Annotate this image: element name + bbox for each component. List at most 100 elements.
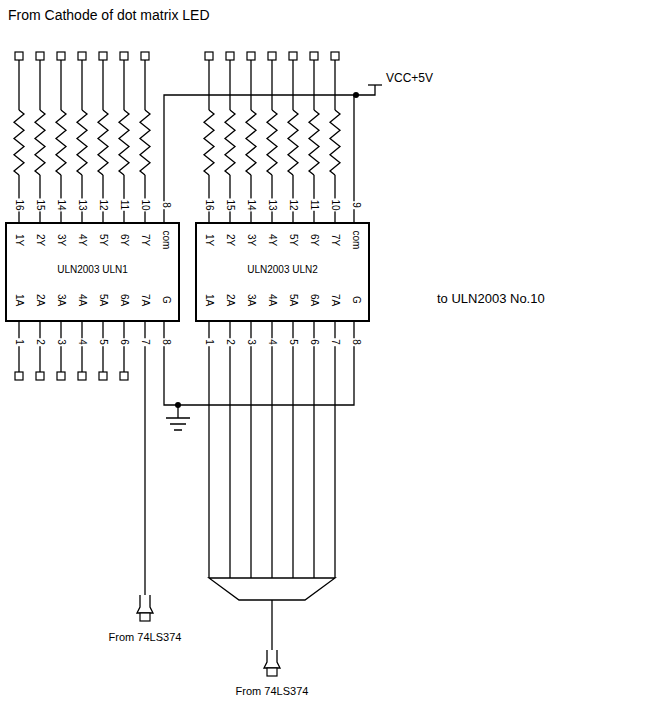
note-label: to ULN2003 No.10 <box>437 292 545 305</box>
terminal-square <box>36 372 44 380</box>
source-label: From 74LS374 <box>236 686 309 697</box>
pin-name: com <box>351 231 361 250</box>
pin-number: 12 <box>287 198 299 211</box>
wire <box>102 322 103 372</box>
pin-number: 12 <box>97 198 109 211</box>
terminal-square <box>205 52 213 60</box>
pin-number: 2 <box>224 338 236 346</box>
pin-name: 4Y <box>267 234 277 246</box>
wire <box>229 322 230 578</box>
ic-chip: ULN2003 ULN2 <box>195 222 370 322</box>
pin-number: 11 <box>308 199 320 211</box>
pin-name: 6A <box>309 294 319 306</box>
resistor-symbol <box>14 110 24 175</box>
wire <box>313 60 314 110</box>
supply-label: VCC+5V <box>386 72 433 84</box>
bus-bracket <box>209 578 335 600</box>
pin-number: 1 <box>13 338 25 346</box>
wire <box>229 60 230 110</box>
resistor-symbol <box>330 110 340 175</box>
wire <box>292 322 293 578</box>
wire <box>250 60 251 110</box>
wire <box>81 322 82 372</box>
connector-plug <box>137 595 153 613</box>
wire <box>144 322 145 595</box>
terminal-square <box>226 52 234 60</box>
wire <box>334 60 335 110</box>
pin-number: 16 <box>13 198 25 211</box>
resistor-symbol <box>140 110 150 175</box>
pin-number: 8 <box>160 201 172 209</box>
wire <box>250 322 251 578</box>
terminal-square <box>99 52 107 60</box>
pin-name: 7Y <box>140 234 150 246</box>
pin-number: 3 <box>245 338 257 346</box>
pin-name: 6Y <box>119 234 129 246</box>
pin-number: 9 <box>350 201 362 209</box>
pin-name: 2A <box>35 294 45 306</box>
title-note: From Cathode of dot matrix LED <box>8 8 210 22</box>
wire <box>81 60 82 110</box>
wire <box>60 322 61 372</box>
terminal-square <box>120 372 128 380</box>
terminal-square <box>331 52 339 60</box>
pin-number: 7 <box>329 338 341 346</box>
resistor-symbol <box>288 110 298 175</box>
wire <box>144 60 145 110</box>
pin-name: 3A <box>56 294 66 306</box>
connector-plug <box>264 650 280 668</box>
pin-number: 5 <box>287 338 299 346</box>
resistor-symbol <box>56 110 66 175</box>
pin-name: 4Y <box>77 234 87 246</box>
resistor-symbol <box>77 110 87 175</box>
pin-name: 7Y <box>330 234 340 246</box>
pin-name: 1Y <box>204 234 214 246</box>
pin-number: 8 <box>350 338 362 346</box>
wire <box>271 60 272 110</box>
connector-plug <box>140 613 150 621</box>
pin-name: 4A <box>77 294 87 306</box>
wire <box>208 322 209 578</box>
pin-name: 5Y <box>98 234 108 246</box>
chip-name: ULN2003 ULN1 <box>57 265 128 275</box>
wire <box>208 60 209 110</box>
pin-number: 16 <box>203 198 215 211</box>
pin-name: G <box>161 296 171 304</box>
terminal-square <box>247 52 255 60</box>
ground-symbol <box>177 405 178 418</box>
pin-number: 3 <box>55 338 67 346</box>
resistor-symbol <box>204 110 214 175</box>
connector-plug <box>267 668 277 676</box>
pin-name: 2Y <box>35 234 45 246</box>
pin-number: 8 <box>160 338 172 346</box>
pin-number: 6 <box>118 338 130 346</box>
pin-number: 10 <box>329 198 341 211</box>
resistor-symbol <box>246 110 256 175</box>
wire <box>18 60 19 110</box>
pin-name: 4A <box>267 294 277 306</box>
terminal-square <box>15 52 23 60</box>
wire <box>102 60 103 110</box>
terminal-square <box>141 52 149 60</box>
pin-name: 1Y <box>14 234 24 246</box>
resistor-symbol <box>225 110 235 175</box>
terminal-square <box>78 372 86 380</box>
resistor-symbol <box>35 110 45 175</box>
pin-name: com <box>161 231 171 250</box>
ground-wire <box>164 322 354 405</box>
vcc-wire <box>164 95 354 222</box>
resistor-symbol <box>267 110 277 175</box>
pin-name: 7A <box>140 294 150 306</box>
resistor-symbol <box>119 110 129 175</box>
ground-symbol <box>166 418 190 430</box>
pin-number: 15 <box>34 198 46 211</box>
pin-number: 11 <box>118 199 130 211</box>
pin-number: 6 <box>308 338 320 346</box>
pin-number: 14 <box>55 198 67 211</box>
pin-number: 4 <box>266 338 278 346</box>
pin-name: 6A <box>119 294 129 306</box>
pin-number: 14 <box>245 198 257 211</box>
terminal-square <box>310 52 318 60</box>
pin-number: 1 <box>203 338 215 346</box>
wire <box>123 322 124 372</box>
